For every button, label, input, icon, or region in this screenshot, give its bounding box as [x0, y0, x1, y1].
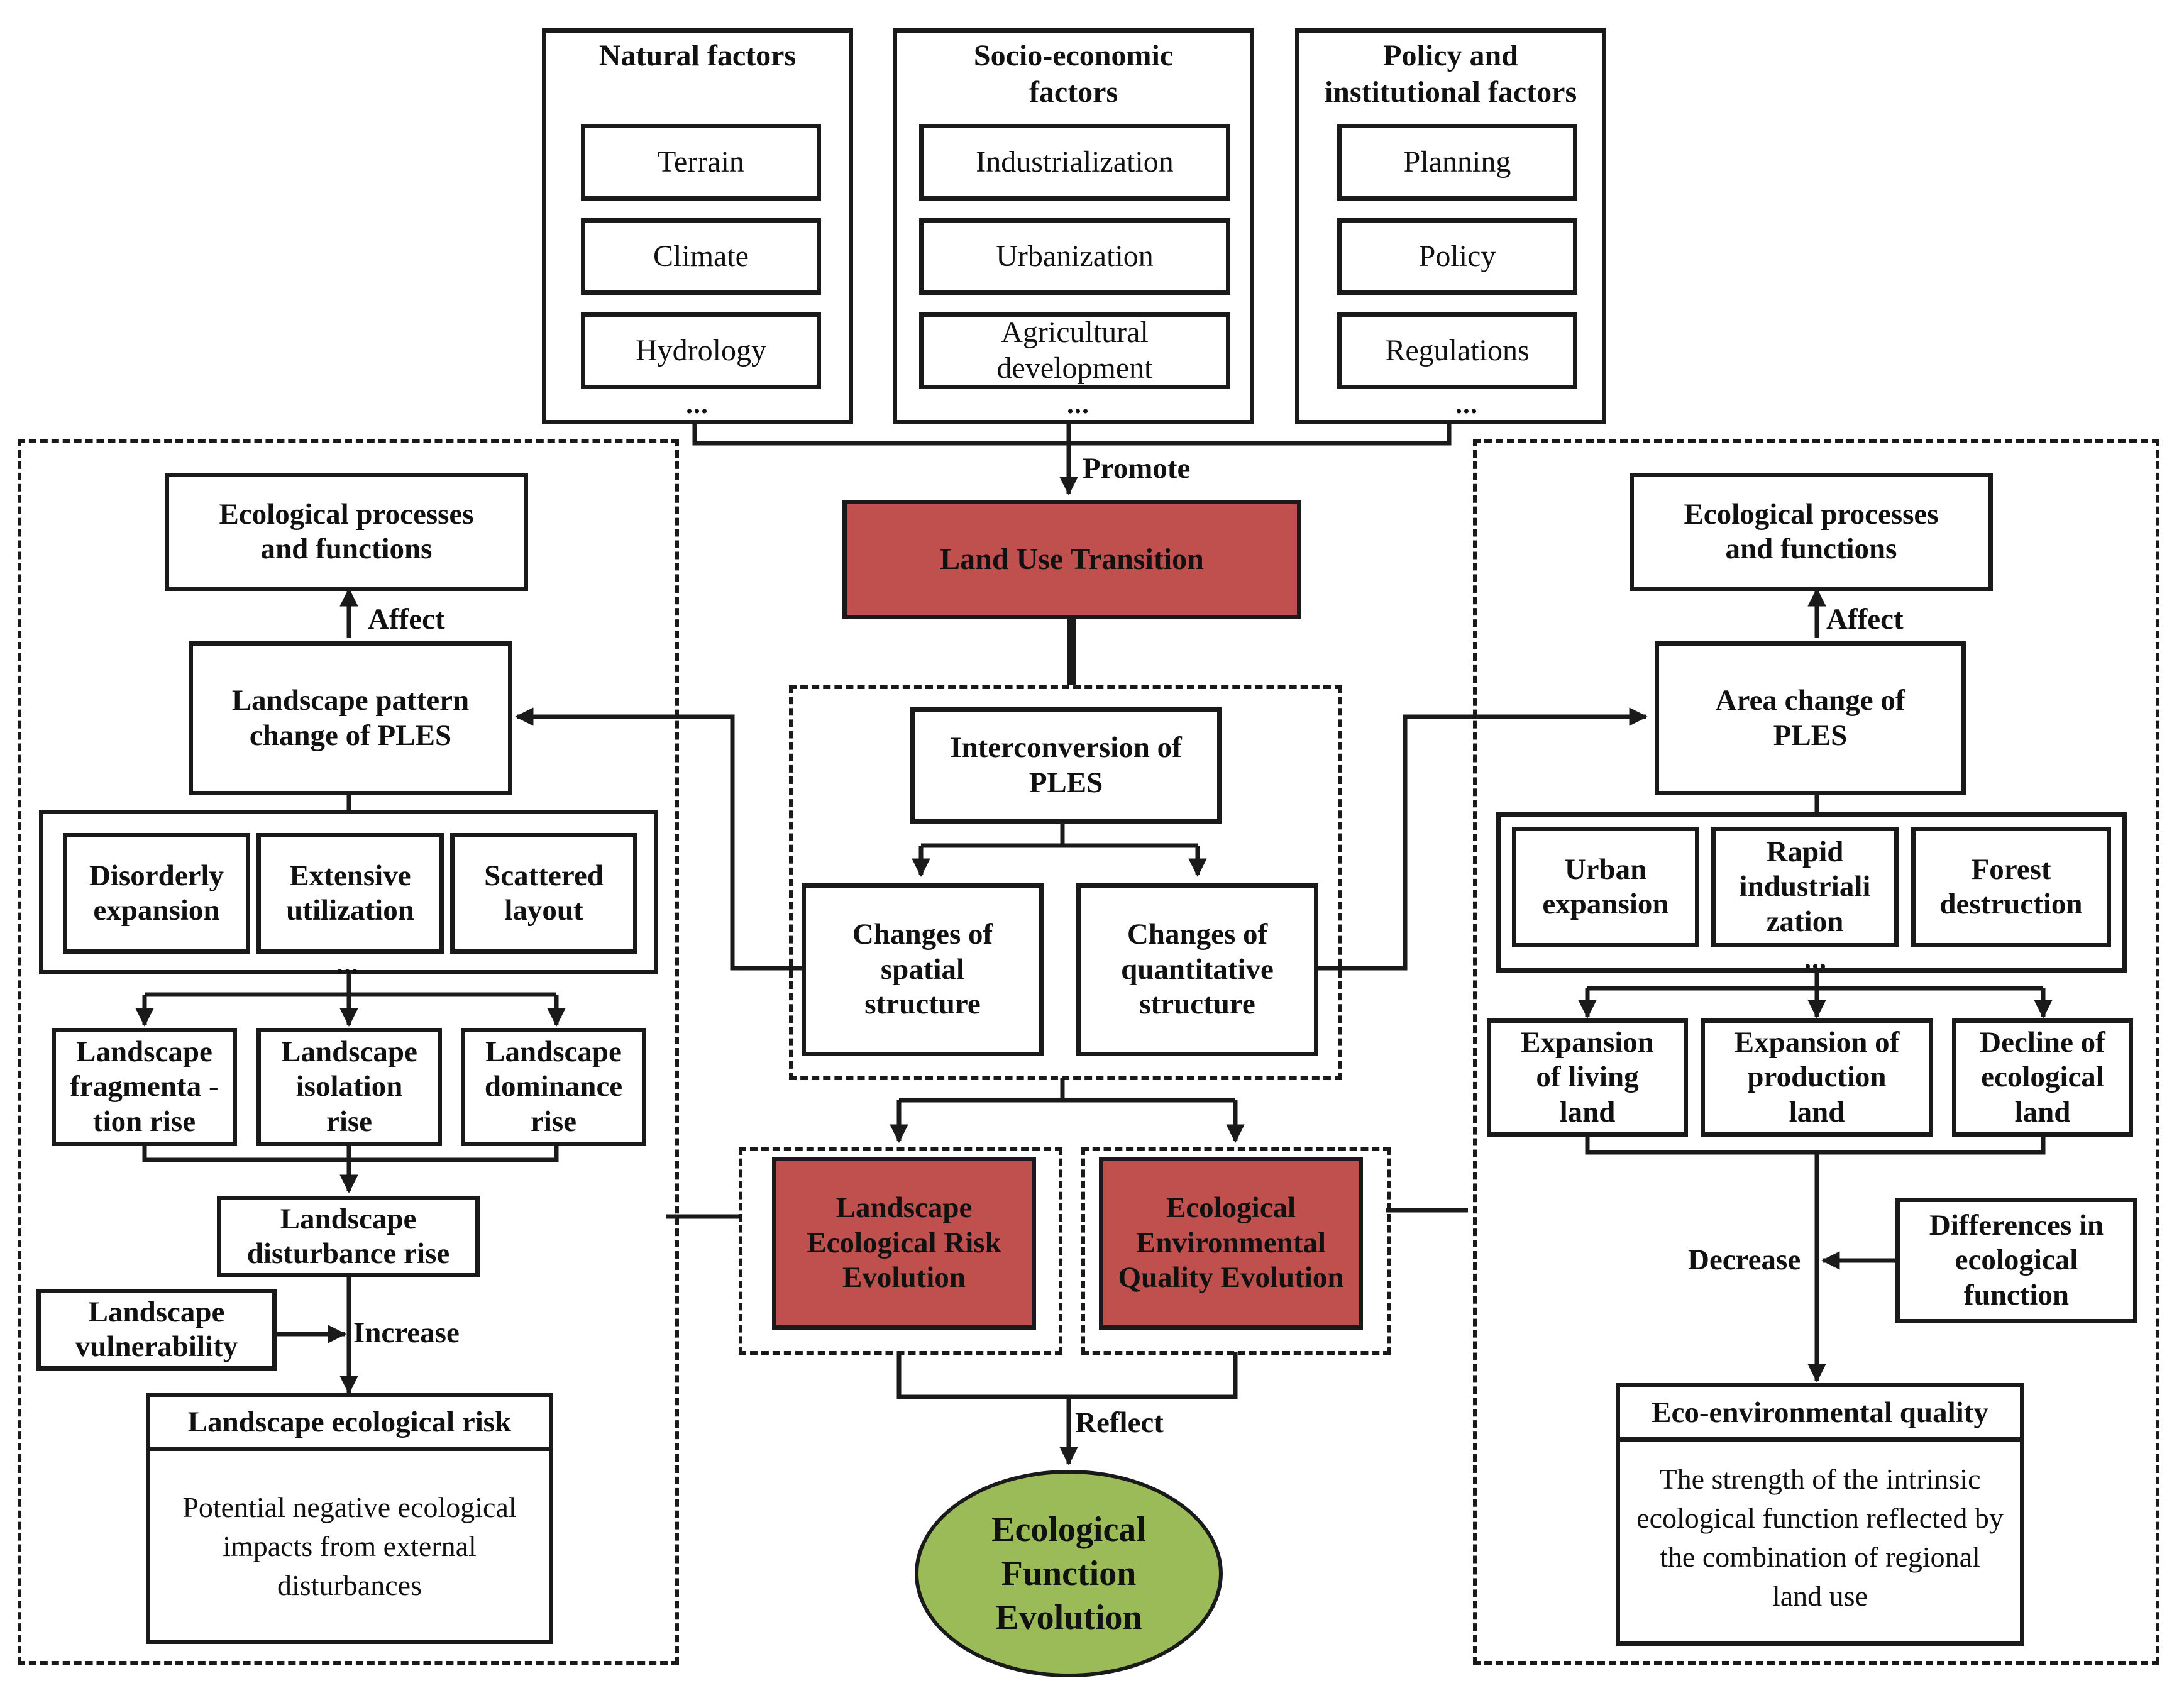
policy-factors-more: ... [1455, 389, 1478, 419]
center-structure-panel [789, 685, 1342, 1080]
policy-factors-title: Policy and institutional factors [1324, 39, 1577, 109]
factor-hydrology: Hydrology [581, 312, 821, 389]
natural-factors-more: ... [686, 389, 709, 419]
disorderly-expansion-box: Disorderly expansion [63, 833, 250, 954]
landscape-pattern-change-box: Landscape pattern change of PLES [189, 641, 512, 795]
decrease-label: Decrease [1688, 1244, 1801, 1276]
area-change-box: Area change of PLES [1655, 641, 1966, 795]
quality-evolution-panel [1081, 1147, 1391, 1355]
landscape-ecological-risk-title: Landscape ecological risk [150, 1397, 549, 1451]
landscape-fragmentation-box: Landscape fragmenta -tion rise [52, 1028, 237, 1146]
factor-terrain: Terrain [581, 124, 821, 201]
right-drivers-more: ... [1804, 944, 1827, 974]
landscape-vulnerability-box: Landscape vulnerability [36, 1289, 277, 1371]
eco-environmental-quality-desc: The strength of the intrinsic ecological… [1636, 1463, 2004, 1613]
expansion-living-land-box: Expansion of living land [1487, 1018, 1688, 1137]
right-panel [1473, 439, 2159, 1665]
factor-industrialization: Industrialization [919, 124, 1230, 201]
natural-factors-title: Natural factors [598, 39, 797, 72]
quantitative-structure-box: Changes of quantitative structure [1076, 883, 1318, 1056]
forest-destruction-box: Forest destruction [1911, 827, 2111, 947]
landscape-disturbance-box: Landscape disturbance rise [217, 1196, 480, 1277]
scattered-layout-box: Scattered layout [450, 833, 637, 954]
factor-policy: Policy [1337, 218, 1577, 295]
quality-evolution-box: Ecological Environmental Quality Evoluti… [1099, 1157, 1363, 1330]
right-affect-label: Affect [1826, 603, 1904, 636]
spatial-structure-box: Changes of spatial structure [802, 883, 1044, 1056]
increase-label: Increase [353, 1316, 460, 1349]
factor-regulations: Regulations [1337, 312, 1577, 389]
natural-factors-group: Natural factors Terrain Climate Hydrolog… [542, 28, 853, 424]
promote-label: Promote [1083, 452, 1191, 485]
interconversion-box: Interconversion of PLES [910, 707, 1222, 824]
left-panel [18, 439, 679, 1665]
eco-environmental-quality-box: Eco-environmental quality The strength o… [1616, 1383, 2024, 1646]
left-eco-processes-box: Ecological processes and functions [165, 473, 528, 591]
factor-planning: Planning [1337, 124, 1577, 201]
factor-agricultural-development: Agricultural development [919, 312, 1230, 389]
risk-evolution-panel [739, 1147, 1062, 1355]
left-drivers-group [39, 810, 658, 974]
land-use-transition-box: Land Use Transition [842, 500, 1301, 619]
socio-factors-more: ... [1067, 389, 1089, 419]
landscape-dominance-box: Landscape dominance rise [461, 1028, 646, 1146]
ecological-function-evolution-ellipse: Ecological Function Evolution [915, 1470, 1223, 1677]
expansion-production-land-box: Expansion of production land [1701, 1018, 1933, 1137]
right-eco-processes-box: Ecological processes and functions [1630, 473, 1993, 591]
eco-environmental-quality-title: Eco-environmental quality [1620, 1387, 2020, 1442]
landscape-ecological-risk-box: Landscape ecological risk Potential nega… [146, 1393, 553, 1644]
factor-climate: Climate [581, 218, 821, 295]
socio-economic-factors-title: Socio-economic factors [973, 39, 1174, 109]
socio-economic-factors-group: Socio-economic factors Industrialization… [893, 28, 1254, 424]
right-drivers-group [1496, 812, 2127, 973]
urban-expansion-box: Urban expansion [1512, 827, 1699, 947]
landscape-ecological-risk-desc: Potential negative ecological impacts fr… [182, 1491, 517, 1602]
risk-evolution-box: Landscape Ecological Risk Evolution [772, 1157, 1036, 1330]
differences-ecological-function-box: Differences in ecological function [1895, 1198, 2137, 1323]
left-affect-label: Affect [368, 603, 445, 636]
left-drivers-more: ... [336, 949, 359, 979]
rapid-industrialization-box: Rapid industriali zation [1711, 827, 1899, 947]
factor-urbanization: Urbanization [919, 218, 1230, 295]
reflect-label: Reflect [1075, 1406, 1164, 1439]
landscape-isolation-box: Landscape isolation rise [256, 1028, 442, 1146]
decline-ecological-land-box: Decline of ecological land [1952, 1018, 2133, 1137]
extensive-utilization-box: Extensive utilization [256, 833, 444, 954]
policy-factors-group: Policy and institutional factors Plannin… [1295, 28, 1606, 424]
